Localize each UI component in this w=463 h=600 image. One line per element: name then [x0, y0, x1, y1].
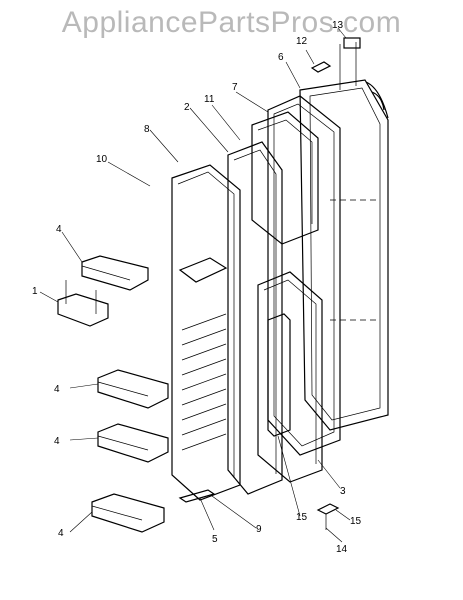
callout-7: 7 — [232, 82, 238, 93]
door-liner-main — [171, 164, 241, 501]
callout-9: 9 — [256, 524, 262, 535]
callout-labels: 7 11 2 8 10 4 1 4 4 4 5 9 15 3 15 14 6 1… — [32, 20, 362, 555]
callout-13: 13 — [332, 20, 344, 31]
callout-1: 1 — [32, 286, 38, 297]
bottom-strip — [178, 489, 216, 503]
door-bin-2 — [97, 369, 169, 409]
callout-5: 5 — [212, 534, 218, 545]
part-12-bracket — [310, 61, 332, 73]
callout-4-top: 4 — [56, 224, 62, 235]
callout-4-bottom: 4 — [58, 528, 64, 539]
door-bin-3 — [97, 423, 169, 463]
callout-3: 3 — [340, 486, 346, 497]
callout-6: 6 — [278, 52, 284, 63]
door-liner-upper — [251, 111, 319, 245]
callout-2: 2 — [184, 102, 190, 113]
bottom-hinge — [316, 503, 340, 530]
callout-8: 8 — [144, 124, 150, 135]
dairy-bin — [57, 280, 109, 327]
site-watermark: AppliancePartsPros.com — [61, 6, 402, 39]
door-bin-4 — [91, 493, 165, 533]
leader-lines — [39, 27, 351, 543]
callout-12: 12 — [296, 36, 308, 47]
callout-14: 14 — [336, 544, 348, 555]
callout-15-right: 15 — [350, 516, 362, 527]
callout-11: 11 — [204, 94, 215, 105]
inner-door-panel — [227, 141, 283, 495]
door-panel-lower — [257, 271, 323, 483]
callout-4-lower-mid: 4 — [54, 436, 60, 447]
cabinet-shell — [299, 37, 389, 431]
callout-15-left: 15 — [296, 512, 308, 523]
door-bin-1 — [81, 255, 149, 291]
callout-10: 10 — [96, 154, 108, 165]
door-gasket-frame — [267, 95, 341, 456]
callout-4-upper-mid: 4 — [54, 384, 60, 395]
door-handle-strip — [267, 313, 291, 437]
